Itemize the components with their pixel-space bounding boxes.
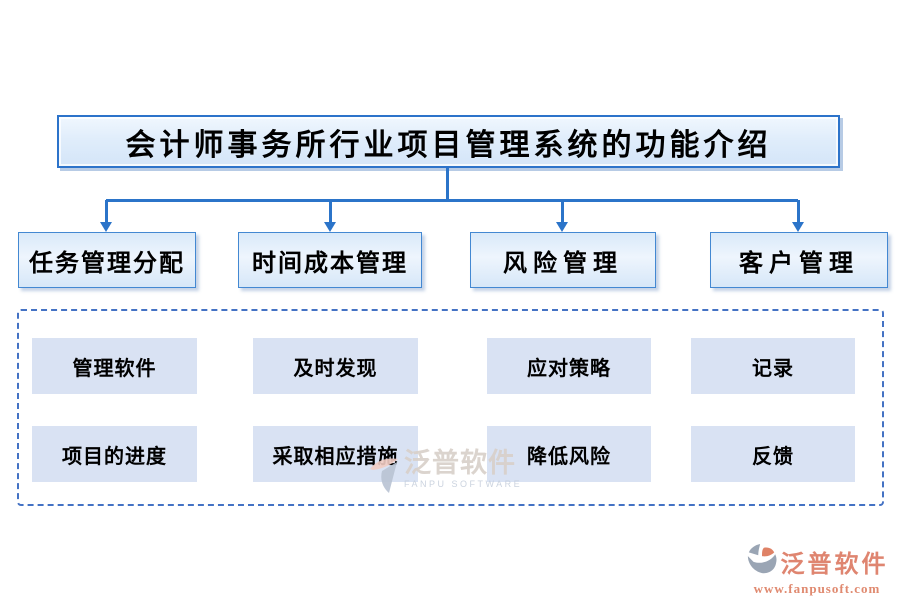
detail-label: 项目的进度 <box>62 445 167 468</box>
connector-stem <box>446 168 449 202</box>
connector-horizontal <box>106 199 798 202</box>
branch-label: 客户管理 <box>739 250 859 277</box>
arrow-down-icon <box>792 222 804 232</box>
detail-box: 记录 <box>691 338 855 394</box>
detail-label: 记录 <box>752 357 794 380</box>
detail-box: 采取相应措施 <box>253 426 418 482</box>
arrow-down-icon <box>556 222 568 232</box>
detail-panel <box>17 309 884 506</box>
branch-label: 时间成本管理 <box>252 250 408 277</box>
branch-box-task-management: 任务管理分配 <box>18 232 196 288</box>
detail-label: 反馈 <box>752 445 794 468</box>
branch-box-time-cost-management: 时间成本管理 <box>238 232 422 288</box>
detail-box: 应对策略 <box>487 338 651 394</box>
arrow-down-icon <box>324 222 336 232</box>
detail-label: 及时发现 <box>293 357 378 380</box>
detail-box: 及时发现 <box>253 338 418 394</box>
detail-box: 反馈 <box>691 426 855 482</box>
connector-branch-1 <box>105 200 108 223</box>
detail-label: 管理软件 <box>72 357 157 380</box>
detail-label: 采取相应措施 <box>272 445 399 468</box>
connector-branch-3 <box>561 200 564 223</box>
title-box: 会计师事务所行业项目管理系统的功能介绍 <box>57 115 840 168</box>
detail-box: 项目的进度 <box>32 426 197 482</box>
branch-box-risk-management: 风险管理 <box>470 232 656 288</box>
connector-branch-2 <box>329 200 332 223</box>
detail-label: 应对策略 <box>527 357 611 380</box>
diagram-title: 会计师事务所行业项目管理系统的功能介绍 <box>125 128 772 162</box>
detail-box: 降低风险 <box>487 426 651 482</box>
fanpu-footer-logo: 泛普软件 www.fanpusoft.com <box>746 543 888 597</box>
detail-box: 管理软件 <box>32 338 197 394</box>
footer-website: www.fanpusoft.com <box>753 581 881 596</box>
footer-logo-row: 泛普软件 <box>746 543 889 580</box>
branch-label: 任务管理分配 <box>29 250 185 277</box>
footer-brand-name: 泛普软件 <box>780 551 889 578</box>
branch-box-customer-management: 客户管理 <box>710 232 888 288</box>
detail-label: 降低风险 <box>527 445 611 468</box>
arrow-down-icon <box>100 222 112 232</box>
branch-label: 风险管理 <box>503 250 623 277</box>
connector-branch-4 <box>797 200 800 223</box>
fanpu-logo-mark-icon <box>746 543 778 580</box>
